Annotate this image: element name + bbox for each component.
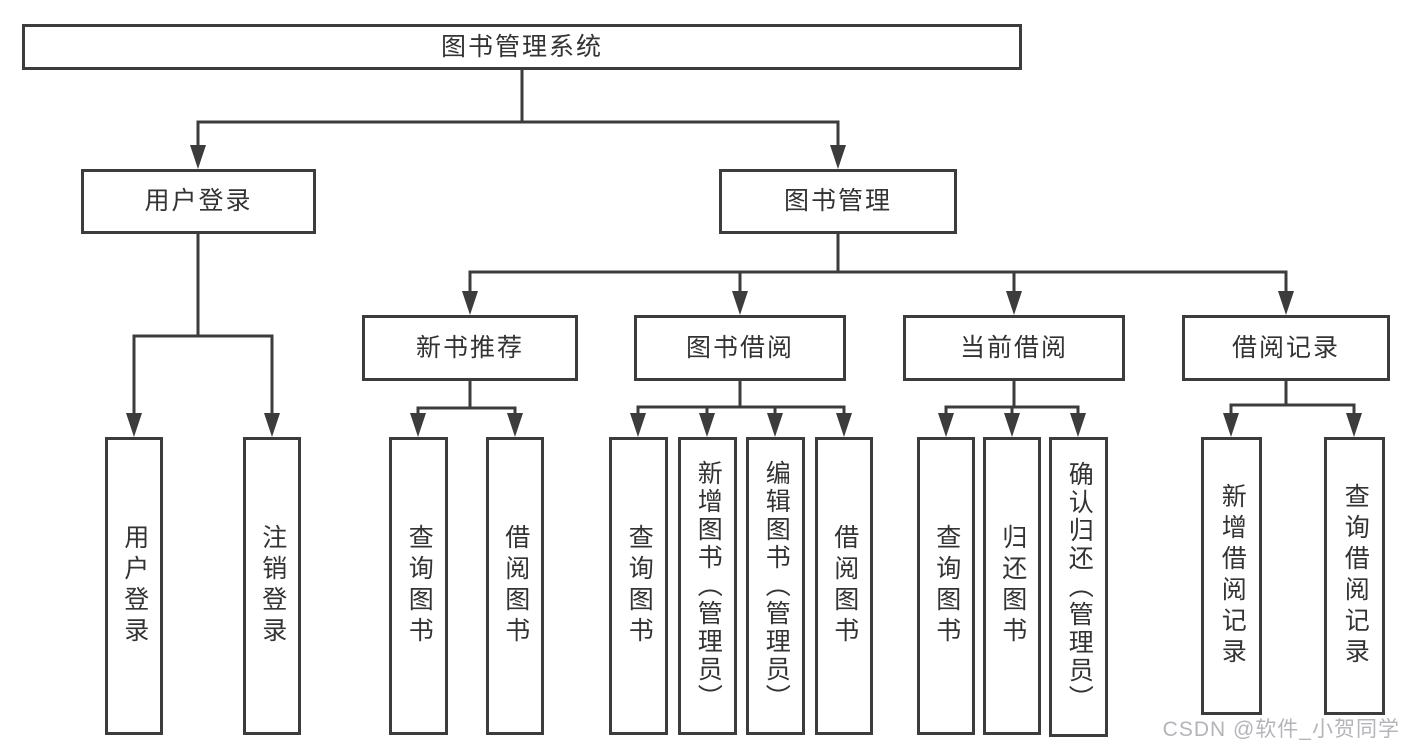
node-label: 图书管理 (783, 187, 892, 215)
node-label: 新增借阅记录 (1218, 483, 1247, 669)
leaf-logout: 注销登录 (243, 437, 301, 735)
node-label: 借阅图书 (830, 524, 859, 648)
node-borrowing-records: 借阅记录 (1182, 315, 1390, 381)
node-book-borrowing: 图书借阅 (634, 315, 846, 381)
connectors-user-login (126, 234, 280, 437)
node-label: 确认归还（管理员） (1065, 461, 1094, 713)
node-book-management: 图书管理 (719, 169, 957, 234)
leaf-borrow-books-recommend: 借阅图书 (486, 437, 544, 735)
node-label: 借阅图书 (501, 524, 530, 648)
leaf-add-books-admin: 新增图书（管理员） (678, 437, 737, 735)
node-label: 图书借阅 (685, 333, 794, 362)
node-label: 当前借阅 (959, 333, 1068, 362)
node-label: 用户登录 (144, 187, 253, 215)
leaf-edit-books-admin: 编辑图书（管理员） (746, 437, 805, 735)
node-library-system: 图书管理系统 (22, 24, 1022, 70)
leaf-query-books-recommend: 查询图书 (389, 437, 448, 735)
node-label: 借阅记录 (1231, 333, 1340, 362)
watermark: CSDN @软件_小贺同学 (1162, 718, 1400, 741)
node-label: 用户登录 (120, 524, 149, 648)
leaf-confirm-return-admin: 确认归还（管理员） (1049, 437, 1108, 737)
connectors-book-management (462, 234, 1294, 315)
leaf-user-login: 用户登录 (105, 437, 163, 735)
node-label: 图书管理系统 (440, 32, 603, 61)
connectors-book-borrowing (630, 381, 852, 437)
leaf-add-borrow-record: 新增借阅记录 (1201, 437, 1262, 715)
node-label: 新增图书（管理员） (694, 460, 723, 712)
node-current-borrowing: 当前借阅 (903, 315, 1125, 381)
connectors-root (190, 67, 846, 169)
node-label: 查询图书 (405, 524, 434, 648)
leaf-query-books-current: 查询图书 (917, 437, 975, 735)
leaf-query-borrow-record: 查询借阅记录 (1324, 437, 1385, 715)
node-label: 注销登录 (258, 524, 287, 648)
node-label: 查询图书 (932, 524, 961, 648)
node-label: 编辑图书（管理员） (762, 460, 791, 712)
node-new-book-recommend: 新书推荐 (362, 315, 578, 381)
leaf-return-books: 归还图书 (983, 437, 1041, 735)
leaf-borrow-books-borrowing: 借阅图书 (815, 437, 873, 735)
leaf-query-books-borrowing: 查询图书 (609, 437, 668, 735)
node-user-login: 用户登录 (81, 169, 316, 234)
connectors-new-book-recommend (410, 381, 523, 437)
node-label: 查询图书 (625, 524, 654, 648)
node-label: 新书推荐 (415, 333, 524, 362)
connectors-current-borrowing (938, 381, 1086, 437)
node-label: 查询借阅记录 (1341, 483, 1370, 669)
connectors-borrowing-records (1223, 381, 1362, 437)
node-label: 归还图书 (998, 524, 1027, 648)
